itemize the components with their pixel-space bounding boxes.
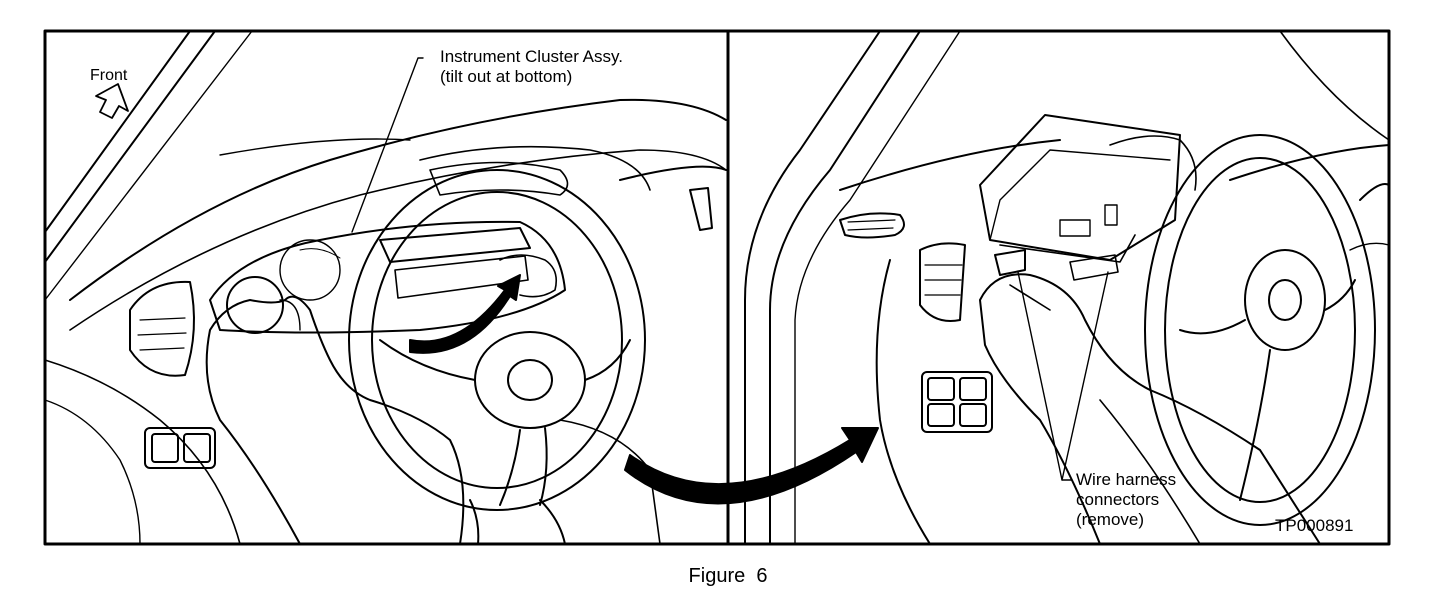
wire-harness-label-line3: (remove) [1076, 510, 1145, 529]
wire-harness-label: Wire harness connectors (remove) [1076, 470, 1176, 530]
front-direction-label: Front [90, 67, 128, 84]
figure-code: TP000891 [1275, 516, 1354, 535]
instrument-cluster-label: Instrument Cluster Assy. (tilt out at bo… [440, 47, 623, 87]
wire-harness-label-line1: Wire harness [1076, 470, 1177, 489]
transition-arrow [624, 427, 879, 505]
left-panel-drawing [43, 29, 730, 546]
instrument-cluster-label-line1: Instrument Cluster Assy. [440, 47, 623, 66]
figure-caption: Figure 6 [688, 565, 768, 587]
right-panel-drawing [726, 29, 1391, 546]
wire-harness-label-line2: connectors [1076, 490, 1160, 509]
instrument-cluster-label-line2: (tilt out at bottom) [440, 67, 573, 86]
